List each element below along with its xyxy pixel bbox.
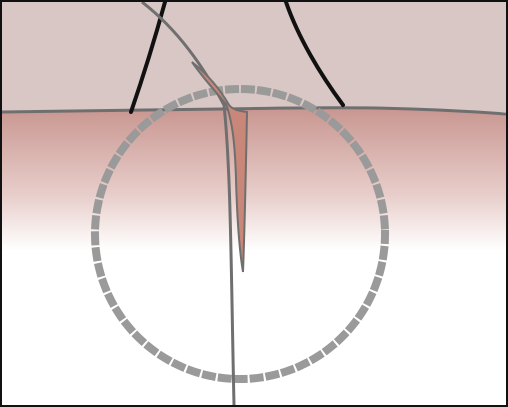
tissue-region: [2, 108, 506, 405]
upper-region: [2, 2, 506, 112]
